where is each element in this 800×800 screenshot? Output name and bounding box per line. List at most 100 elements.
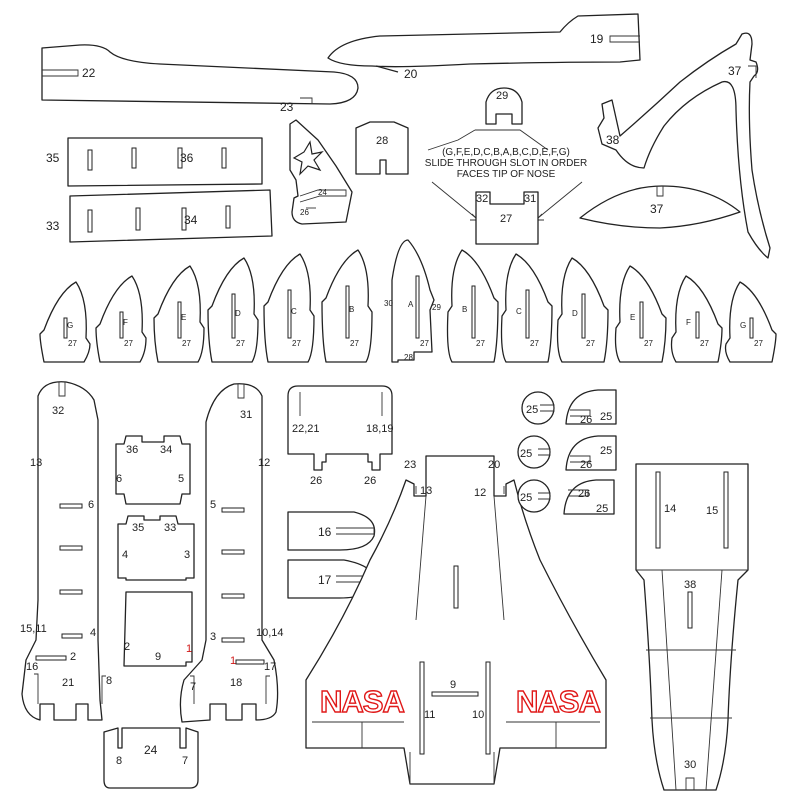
nose-rib-a-label-29: 29	[432, 303, 441, 312]
nose-rib-slot	[415, 275, 420, 339]
label-26-a: 26	[310, 475, 322, 487]
label-32-left: 32	[52, 405, 64, 417]
label-13-wing: 13	[420, 485, 432, 497]
part-33-34: 33 34	[46, 189, 273, 243]
part-29-27-assembly: 29 (G,F,E,D,C,B,A,B,C,D,E,F,G) SLIDE THR…	[425, 87, 587, 245]
label-10-wing: 10	[472, 709, 484, 721]
nose-rib-number: 27	[530, 339, 539, 348]
label-36: 36	[126, 444, 138, 456]
label-2: 2	[124, 641, 130, 653]
label-11-wing: 11	[424, 709, 435, 721]
nose-rib-slot	[345, 285, 350, 339]
label-26-b: 26	[364, 475, 376, 487]
nose-rib-letter: F	[123, 318, 128, 327]
label-3-right: 3	[210, 631, 216, 643]
label-27-box: 27	[500, 213, 512, 225]
part-24-base: 24 8 7	[103, 727, 199, 789]
nose-rib-number: 27	[586, 339, 595, 348]
label-26-d1: 26	[580, 414, 592, 426]
nose-rib-letter: E	[630, 313, 635, 322]
label-25-c1: 25	[526, 404, 538, 416]
nose-rib-letter: F	[686, 318, 691, 327]
label-1: 1	[186, 643, 192, 655]
label-26-small: 26	[300, 208, 309, 217]
label-9: 9	[155, 651, 161, 663]
instruction-line-1: SLIDE THROUGH SLOT IN ORDER	[425, 158, 587, 169]
label-30-belly: 30	[684, 759, 696, 771]
label-17: 17	[318, 573, 332, 587]
label-15-belly: 15	[706, 505, 718, 517]
label-37-tail: 37	[728, 64, 742, 78]
label-4-left: 4	[90, 627, 96, 639]
nose-rib-number: 27	[350, 339, 359, 348]
label-15-11: 15,11	[20, 623, 47, 635]
floor-part-9: 2 9 1	[123, 591, 193, 667]
nose-rib-slot	[119, 311, 124, 339]
label-10-14: 10,14	[256, 627, 284, 639]
nose-rib-slot	[63, 317, 68, 339]
nose-rib-number: 27	[68, 339, 77, 348]
label-17-right: 17	[264, 661, 276, 673]
label-24-base: 24	[144, 743, 158, 757]
nose-rib-slot	[287, 289, 292, 339]
nose-rib-number: 27	[124, 339, 133, 348]
label-5: 5	[178, 473, 184, 485]
label-31-right: 31	[240, 409, 252, 421]
nose-rib-slot	[581, 293, 586, 339]
label-18-19: 18,19	[366, 423, 394, 435]
label-6: 6	[116, 473, 122, 485]
nose-rib-number: 27	[700, 339, 709, 348]
label-14-belly: 14	[664, 503, 676, 515]
label-19: 19	[590, 32, 604, 46]
label-26-d2: 26	[580, 459, 592, 471]
nose-rib-letter: G	[740, 321, 746, 330]
part-28: 28	[355, 121, 409, 175]
nose-rib-slot	[639, 301, 644, 339]
label-33-strip: 33	[46, 219, 60, 233]
label-25-d3: 25	[596, 503, 608, 515]
label-12-wing: 12	[474, 487, 486, 499]
label-12-right: 12	[258, 457, 270, 469]
nose-rib-letter: D	[572, 309, 578, 318]
nose-rib-a-label-30: 30	[384, 299, 393, 308]
label-8-base: 8	[116, 755, 122, 767]
label-25-d1: 25	[600, 411, 612, 423]
label-33: 33	[164, 522, 176, 534]
nose-rib-letter: D	[235, 309, 241, 318]
nose-rib-letter: C	[516, 307, 522, 316]
label-16: 16	[318, 525, 332, 539]
label-1-right: 1	[230, 655, 236, 667]
label-23-wing: 23	[404, 459, 416, 471]
nose-rib-number: 27	[292, 339, 301, 348]
nose-rib-slot	[695, 311, 700, 339]
part-35-36: 35 36	[46, 137, 263, 187]
nose-rib-letter: E	[181, 313, 186, 322]
label-2-left: 2	[70, 651, 76, 663]
label-36-strip: 36	[180, 151, 194, 165]
nose-rib-number: 27	[236, 339, 245, 348]
instruction-sequence: (G,F,E,D,C,B,A,B,C,D,E,F,G)	[442, 147, 570, 158]
parts-25-26: 25 25 25 26 25 26 25 26 25	[517, 389, 617, 515]
nasa-logo-right: NASA	[516, 684, 600, 719]
label-9-wing: 9	[450, 679, 456, 691]
instruction-line-2: FACES TIP OF NOSE	[457, 169, 556, 180]
label-7-right: 7	[190, 681, 196, 693]
label-28: 28	[376, 135, 388, 147]
label-20: 20	[404, 67, 418, 81]
nose-rib-letter: B	[349, 305, 354, 314]
part-24-26: 24 26	[289, 119, 353, 225]
part-22-21-18-19: 22,21 18,19 26 26	[287, 385, 394, 487]
nose-rib-letter: B	[462, 305, 467, 314]
part-37-38: 37 38	[597, 32, 771, 259]
label-22-21: 22,21	[292, 423, 320, 435]
nose-rib-number: 27	[644, 339, 653, 348]
label-31-top: 31	[524, 193, 536, 205]
part-37-airfoil: 37	[579, 185, 741, 229]
label-4: 4	[122, 549, 128, 561]
nose-rib-letter: A	[408, 300, 414, 309]
label-16-left: 16	[26, 661, 38, 673]
label-38-tail: 38	[606, 133, 620, 147]
nose-rib-a-6	[391, 239, 435, 363]
label-18-right: 18	[230, 677, 242, 689]
